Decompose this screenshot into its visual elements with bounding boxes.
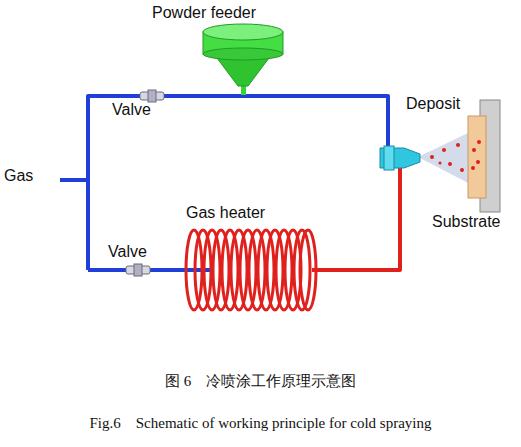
deposit-label: Deposit	[406, 94, 460, 113]
figure-caption: 图 6 冷喷涂工作原理示意图	[0, 372, 521, 391]
gas-label: Gas	[4, 166, 33, 185]
substrate-plate	[468, 100, 500, 212]
node-text: Powder feeder	[152, 3, 256, 22]
spray-cone	[418, 132, 470, 184]
node-text: Substrate	[432, 212, 500, 231]
powder-feeder-shape	[203, 24, 283, 95]
valve-label: Valve	[112, 100, 151, 119]
powder-feeder-label: Powder feeder	[152, 3, 256, 22]
substrate-label: Substrate	[432, 212, 500, 231]
particle-dot	[430, 143, 464, 172]
gas-heater-label: Gas heater	[186, 203, 265, 222]
hot-gas-pipe	[312, 168, 400, 270]
valve-label: Valve	[108, 242, 147, 261]
figure-caption-english: Fig.6 Schematic of working principle for…	[0, 414, 521, 433]
valve-symbol	[140, 90, 164, 102]
heater-coil	[186, 230, 316, 310]
valve-symbol	[126, 264, 150, 276]
spray-nozzle	[380, 146, 420, 170]
node-text: Gas heater	[186, 203, 265, 222]
